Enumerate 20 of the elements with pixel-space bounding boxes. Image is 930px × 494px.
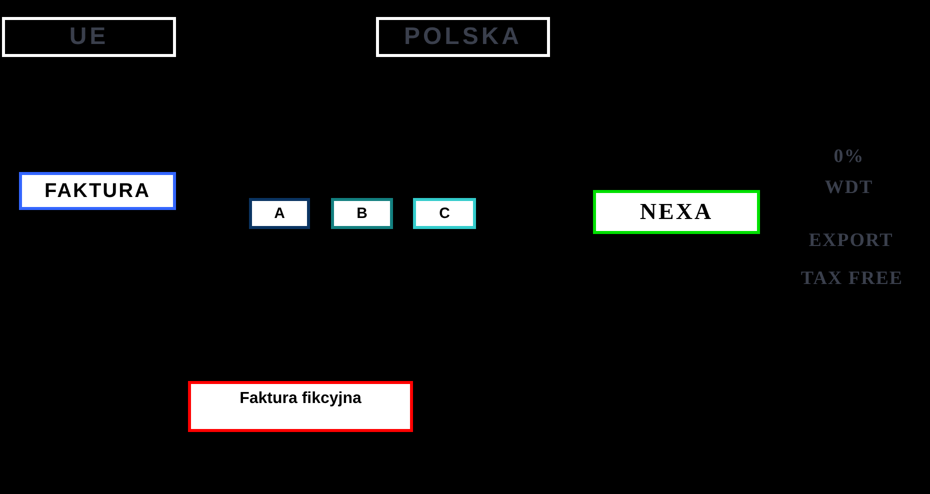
node-label: C [439, 205, 450, 222]
tax-note: TAX FREE [800, 268, 904, 290]
node-label: UE [69, 23, 109, 51]
region-header [376, 17, 550, 57]
node-label: B [356, 205, 368, 222]
tax-note: WDT [824, 177, 874, 199]
company-box [249, 198, 310, 229]
invoice-box [19, 172, 176, 210]
company-box [413, 198, 476, 229]
tax-note: EXPORT [808, 230, 894, 252]
node-label: POLSKA [404, 23, 522, 51]
node-label: NEXA [640, 199, 714, 225]
invoice-box [188, 381, 413, 432]
region-header [2, 17, 176, 57]
node-label: FAKTURA [44, 180, 151, 202]
company-box [593, 190, 760, 234]
node-label: Faktura fikcyjna [240, 390, 362, 408]
node-label: A [274, 205, 285, 222]
tax-note: 0% [834, 146, 864, 168]
company-box [331, 198, 393, 229]
